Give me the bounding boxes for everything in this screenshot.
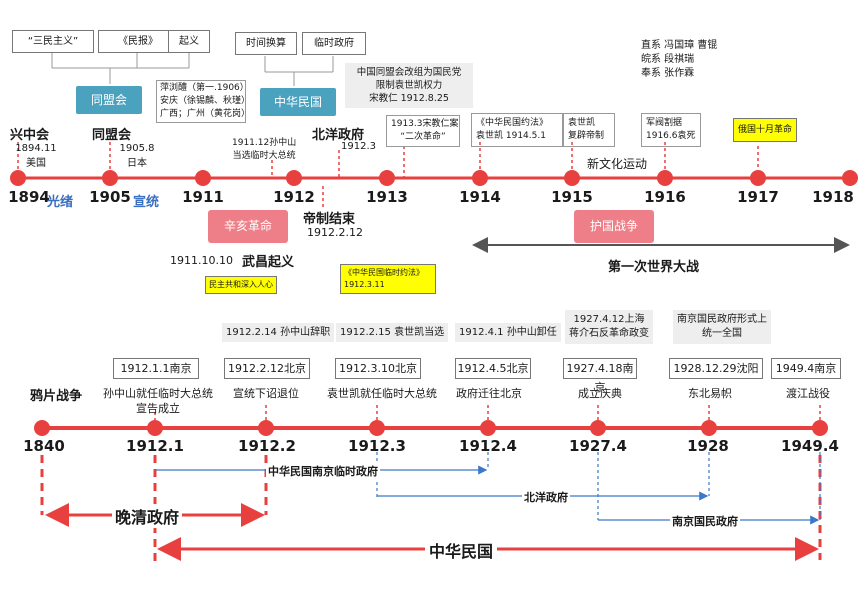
year-1912: 1912	[273, 188, 315, 206]
event-tongmenghui-sub: 1905.8 日本	[119, 143, 155, 169]
year-1912-4: 1912.4	[459, 437, 517, 455]
event-northeast-flag: 东北易帜	[688, 387, 732, 400]
yuefa-note: 《中华民国约法》 袁世凯 1914.5.1	[471, 113, 563, 147]
event-xingzhonghui-sub: 1894.11 美国	[15, 143, 57, 169]
year-1928: 1928	[687, 437, 729, 455]
warlord-split-note: 军阀割据 1916.6袁死	[641, 113, 701, 147]
event-end-empire-date: 1912.2.12	[307, 226, 363, 239]
event-beiyang: 北洋政府	[312, 128, 365, 143]
concept-box-minbao: 《民报》	[98, 30, 178, 53]
event-yangtze-crossing: 渡江战役	[786, 387, 830, 400]
year-1912-3: 1912.3	[348, 437, 406, 455]
year-1915: 1915	[551, 188, 593, 206]
date-box-1928-12-29: 1928.12.29沈阳	[669, 358, 763, 379]
event-wuchang: 武昌起义	[242, 255, 295, 270]
year-1912-1: 1912.1	[126, 437, 184, 455]
label-beiyang: 北洋政府	[522, 489, 570, 505]
event-beiyang-date: 1912.3	[341, 141, 376, 152]
tongmenghui-badge: 同盟会	[76, 86, 142, 114]
year-1917: 1917	[737, 188, 779, 206]
year-tag-guangxu: 光绪	[47, 195, 74, 210]
concept-bracket	[51, 52, 334, 86]
warlords-note: 直系 冯国璋 曹锟 皖系 段祺瑞 奉系 张作霖	[641, 40, 718, 79]
concept-box-provisional-gov: 临时政府	[302, 32, 366, 55]
year-1918: 1918	[812, 188, 854, 206]
democracy-note: 民主共和深入人心	[205, 276, 277, 294]
october-revolution-note: 俄国十月革命	[733, 118, 797, 142]
year-1927-4: 1927.4	[569, 437, 627, 455]
event-abdication: 宣统下诏退位	[233, 387, 299, 400]
note-yuan-elected: 1912.2.15 袁世凯当选	[336, 323, 449, 342]
concept-box-qiyi: 起义	[168, 30, 210, 53]
date-box-1912-2-12: 1912.2.12北京	[224, 358, 310, 379]
year-tag-xuantong: 宣统	[133, 195, 160, 210]
xinhai-revolution-badge: 辛亥革命	[208, 210, 288, 243]
label-nanjing-national: 南京国民政府	[670, 513, 740, 529]
uprisings-note: 萍浏醴（第一.1906） 安庆（徐锡麟、秋瑾） 广西；广州（黄花岗）	[156, 80, 250, 123]
note-sun-resign: 1912.2.14 孙中山辞职	[222, 323, 335, 342]
note-coup: 1927.4.12上海 蒋介石反革命政变	[565, 310, 653, 344]
year-1949-4: 1949.4	[781, 437, 839, 455]
year-1905: 1905	[89, 188, 131, 206]
event-new-culture: 新文化运动	[587, 157, 648, 171]
date-box-1949-4: 1949.4南京	[771, 358, 841, 379]
song-case-note: 1913.3宋教仁案 “二次革命”	[386, 115, 460, 147]
minguo-badge: 中华民国	[260, 88, 336, 116]
label-nanjing-provisional: 中华民国南京临时政府	[266, 463, 380, 479]
kmt-note: 中国同盟会改组为国民党 限制袁世凯权力 宋教仁 1912.8.25	[345, 63, 473, 108]
ww1-label: 第一次世界大战	[608, 260, 700, 275]
event-sun-inaugurated: 孙中山就任临时大总统 宣告成立	[103, 387, 213, 415]
note-unify: 南京国民政府形式上 统一全国	[673, 310, 771, 344]
label-roc: 中华民国	[425, 538, 498, 562]
year-1894: 1894	[8, 188, 50, 206]
event-end-empire: 帝制结束	[303, 212, 356, 227]
event-move-beijing: 政府迁往北京	[456, 387, 522, 400]
sun-elected-note: 1911.12孙中山 当选临时大总统	[232, 138, 297, 161]
note-sun-leave: 1912.4.1 孙中山卸任	[455, 323, 561, 342]
concept-box-time-convert: 时间换算	[235, 32, 297, 55]
year-1840: 1840	[23, 437, 65, 455]
date-box-1912-1-1: 1912.1.1南京	[113, 358, 199, 379]
year-1911: 1911	[182, 188, 224, 206]
event-opium-war: 鸦片战争	[30, 389, 83, 404]
date-box-1912-3-10: 1912.3.10北京	[335, 358, 421, 379]
provisional-constitution-note: 《中华民国临时约法》 1912.3.11	[340, 264, 436, 294]
event-celebration: 成立庆典	[578, 387, 622, 400]
date-box-1912-4-5: 1912.4.5北京	[455, 358, 531, 379]
wuchang-date: 1911.10.10	[170, 254, 233, 267]
huguo-war-badge: 护国战争	[574, 210, 654, 243]
year-1912-2: 1912.2	[238, 437, 296, 455]
event-yuan-inaugurated: 袁世凯就任临时大总统	[327, 387, 437, 400]
top-timeline-nodes	[10, 170, 858, 186]
restoration-note: 袁世凯 复辟帝制	[563, 113, 615, 147]
event-tongmenghui: 同盟会	[92, 128, 132, 143]
event-xingzhonghui: 兴中会	[10, 128, 50, 143]
year-1916: 1916	[644, 188, 686, 206]
label-late-qing: 晚清政府	[112, 504, 183, 528]
year-1913: 1913	[366, 188, 408, 206]
date-box-1927-4-18: 1927.4.18南京	[563, 358, 637, 394]
bottom-timeline-nodes	[34, 420, 828, 436]
concept-box-sanminzhuyi: “三民主义”	[12, 30, 94, 53]
year-1914: 1914	[459, 188, 501, 206]
